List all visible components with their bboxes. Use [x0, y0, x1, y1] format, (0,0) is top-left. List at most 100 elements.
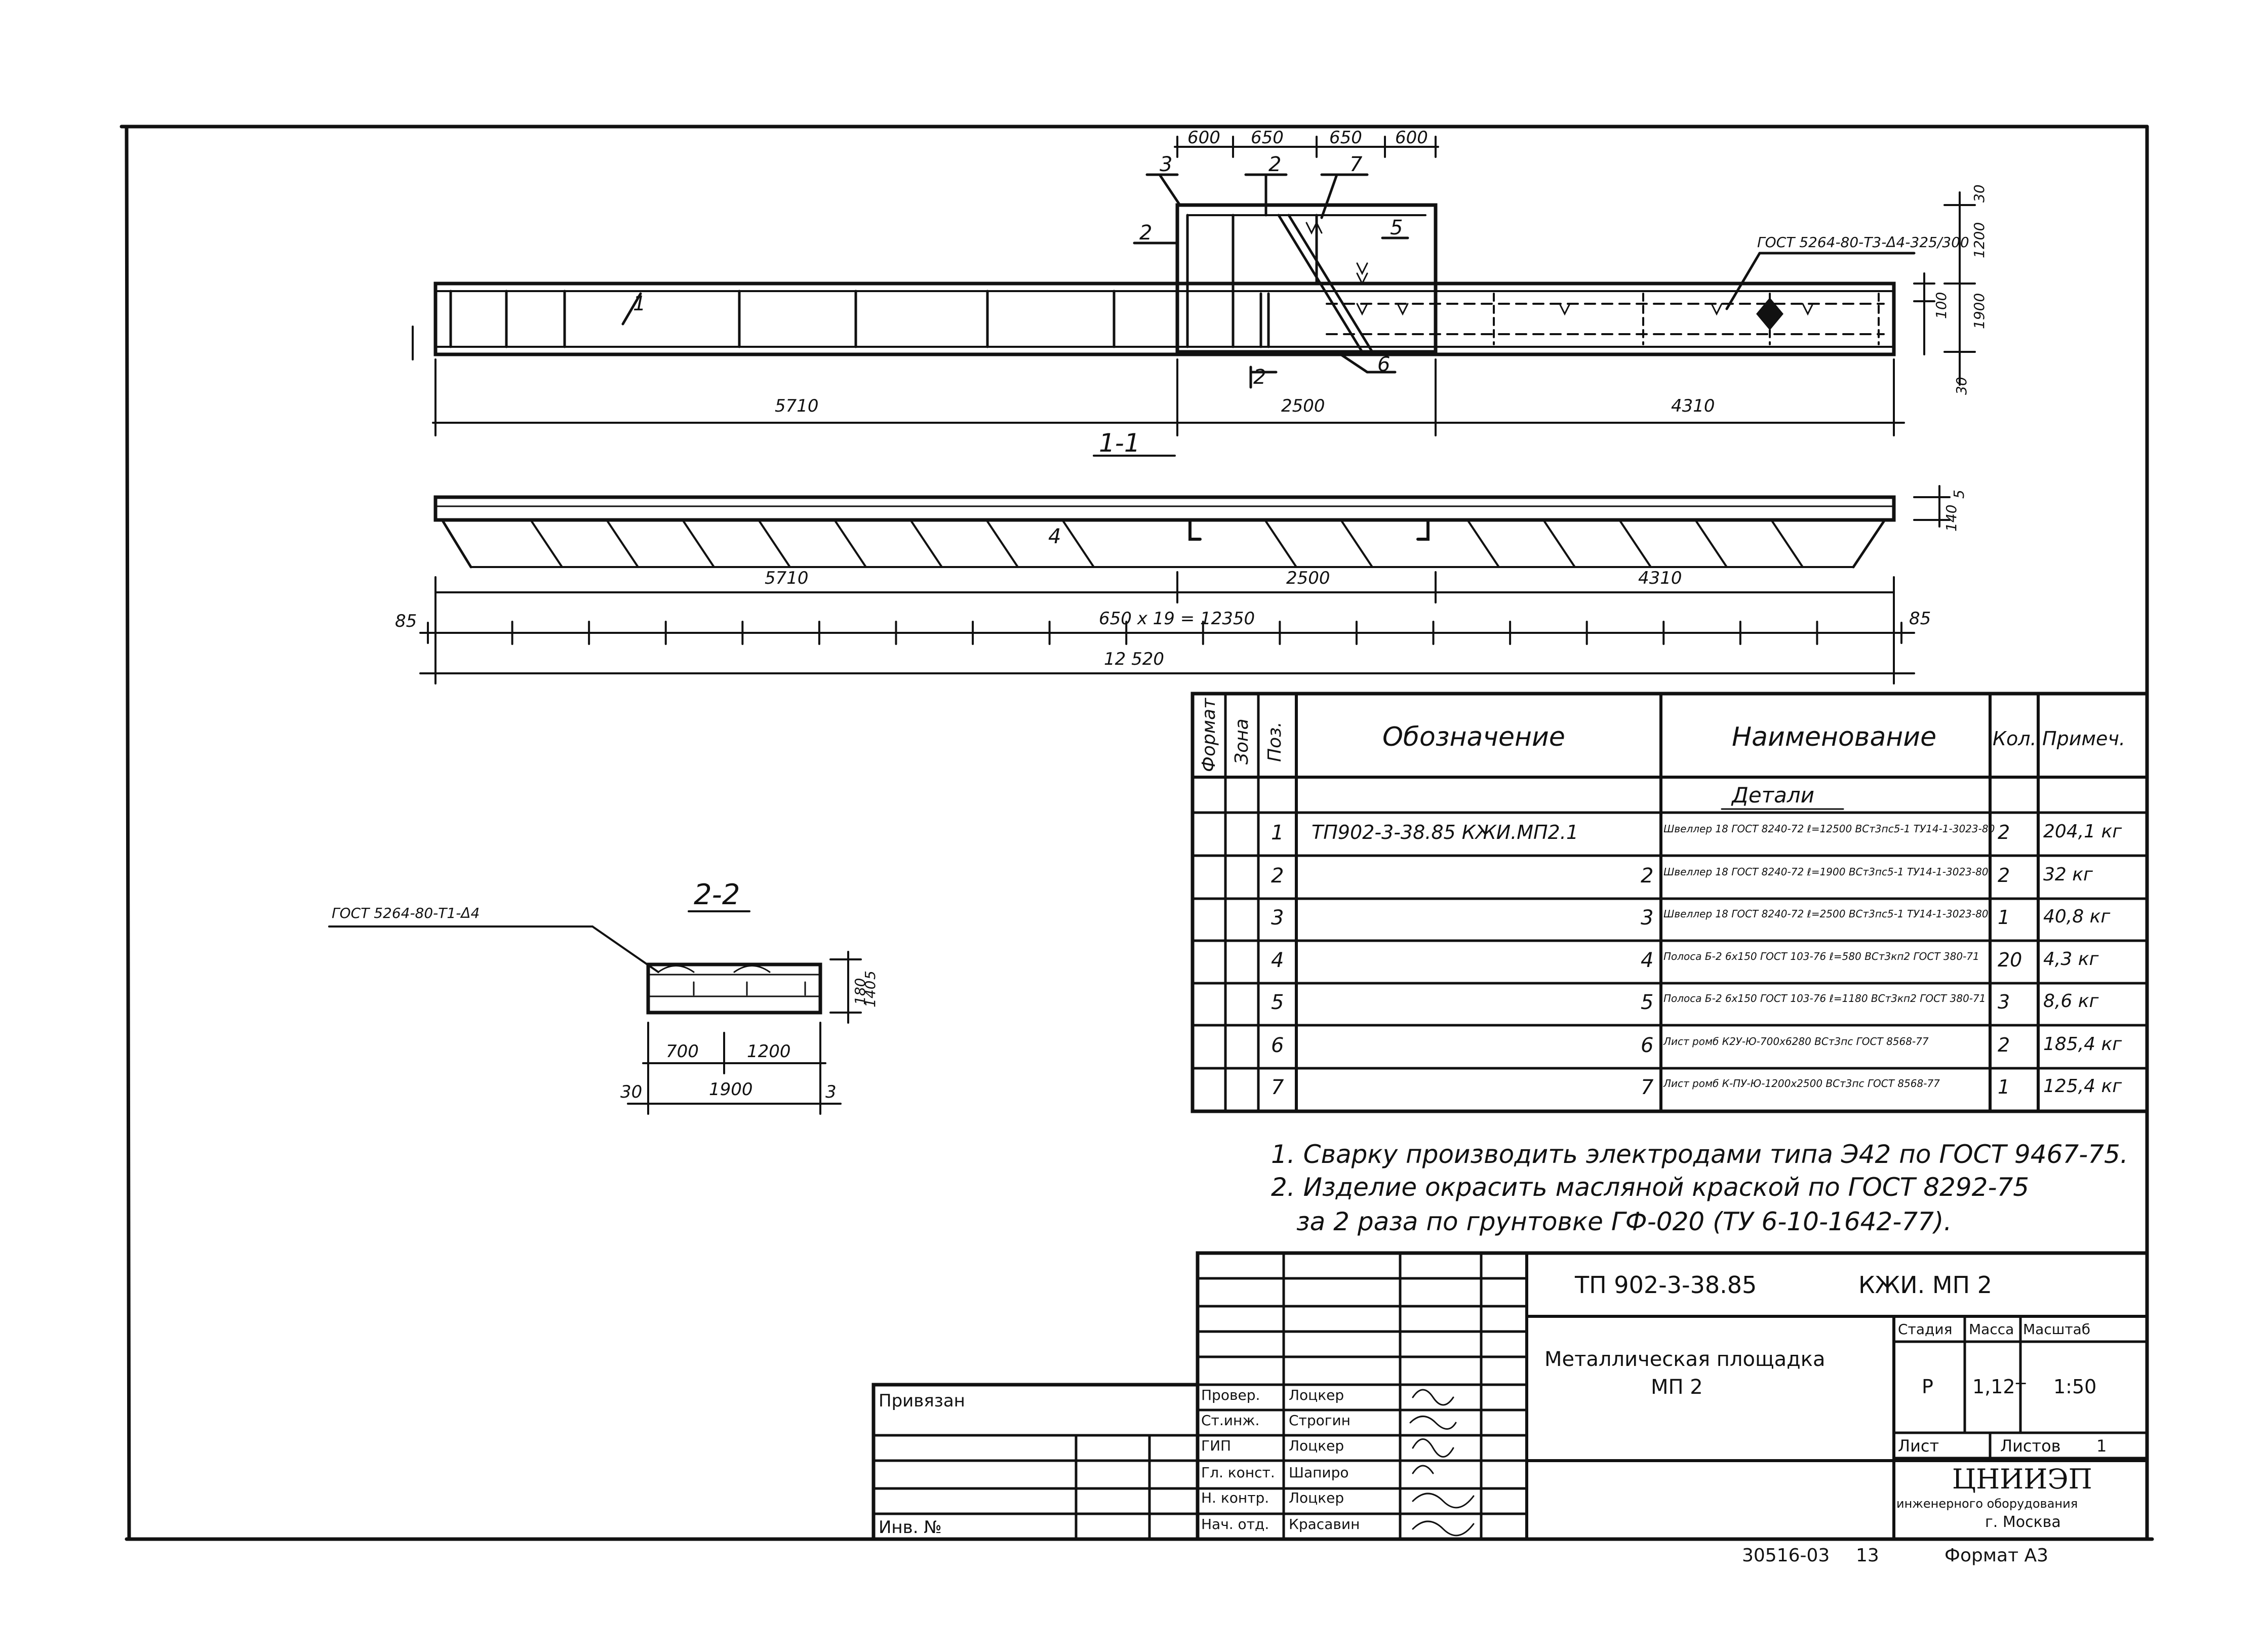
- section-2-2-view: [328, 910, 862, 1115]
- section-1-1-ticks: [434, 621, 1895, 645]
- row-pos: 2: [1271, 864, 1284, 888]
- signer-role: Нач. отд.: [1201, 1516, 1269, 1533]
- stage-value: Р: [1922, 1376, 1933, 1398]
- sheets-label: Листов: [2000, 1436, 2061, 1456]
- dim-2-2-2: 1200: [747, 1041, 791, 1062]
- privyazan-label: Привязан: [879, 1391, 965, 1411]
- doc-mark: КЖИ. МП 2: [1858, 1271, 1993, 1299]
- inv-label: Инв. №: [879, 1517, 942, 1538]
- section-details: Детали: [1732, 783, 1814, 808]
- org-sub: инженерного оборудования: [1896, 1497, 2078, 1511]
- row-pos: 1: [1271, 821, 1284, 844]
- pos-callout: 4: [1048, 525, 1061, 548]
- row-designation: 3: [1641, 906, 1654, 930]
- weld-note-2-2: ГОСТ 5264-80-Т1-Δ4: [332, 905, 480, 921]
- sheet-number: 13: [1856, 1545, 1879, 1566]
- dim-2-2-1: 700: [666, 1041, 699, 1062]
- signer-role: Н. контр.: [1201, 1489, 1269, 1506]
- header-qty: Кол.: [1993, 728, 2037, 750]
- pos-callout: 1: [633, 292, 646, 315]
- signer-role: ГИП: [1201, 1437, 1232, 1454]
- org-city: г. Москва: [1985, 1513, 2061, 1531]
- row-qty: 2: [1998, 864, 2010, 887]
- row-note: 4,3 кг: [2043, 949, 2099, 970]
- row-pos: 7: [1271, 1076, 1284, 1099]
- elevation-view: [412, 136, 1976, 436]
- row-pos: 4: [1271, 949, 1284, 972]
- dim-top-3: 650: [1329, 128, 1362, 148]
- dim-bottom-2: 2500: [1281, 396, 1325, 416]
- dim-top-2: 650: [1251, 128, 1284, 148]
- row-name: Полоса Б-2 6х150 ГОСТ 103-76 ℓ=1180 ВСт3…: [1663, 992, 1986, 1004]
- row-name: Швеллер 18 ГОСТ 8240-72 ℓ=2500 ВСт3пс5-1…: [1663, 908, 1989, 920]
- note-1: 1. Сварку производить электродами типа Э…: [1271, 1140, 2128, 1169]
- section-1-1-title: 1-1: [1099, 428, 1140, 458]
- note-3: за 2 раза по грунтовке ГФ-020 (ТУ 6-10-1…: [1296, 1207, 1952, 1236]
- header-format: Формат: [1199, 698, 1219, 772]
- scale-label: Масштаб: [2023, 1321, 2091, 1338]
- title-line-1: Металлическая площадка: [1544, 1348, 1826, 1371]
- row-designation: 4: [1641, 949, 1654, 972]
- signer-role: Гл. конст.: [1201, 1464, 1275, 1481]
- row-pos: 5: [1271, 991, 1284, 1014]
- header-name: Наименование: [1732, 722, 1937, 752]
- title-block-grid: [871, 1251, 2149, 1541]
- row-qty: 1: [1998, 1076, 2010, 1098]
- format-label: Формат А3: [1944, 1545, 2049, 1566]
- archive-number: 30516-03: [1742, 1545, 1830, 1566]
- pos-callout: 5: [1390, 216, 1403, 239]
- section-2-2-title: 2-2: [694, 878, 740, 911]
- signer-role: Ст.инж.: [1201, 1412, 1260, 1429]
- sheet-label: Лист: [1898, 1436, 1939, 1456]
- pos-callout: 6: [1377, 353, 1391, 376]
- spec-table-grid: [1190, 692, 2149, 1113]
- signer-name: Лоцкер: [1289, 1437, 1344, 1454]
- row-pos: 3: [1271, 906, 1284, 930]
- signer-name: Лоцкер: [1289, 1489, 1344, 1506]
- signer-name: Лоцкер: [1289, 1387, 1344, 1403]
- row-name: Швеллер 18 ГОСТ 8240-72 ℓ=12500 ВСт3пс5-…: [1663, 823, 1995, 835]
- dim-bottom-1: 5710: [775, 396, 819, 416]
- pos-callout: 2: [1253, 366, 1266, 389]
- mass-label: Масса: [1969, 1321, 2014, 1338]
- dim-right-3: 100: [1933, 292, 1950, 319]
- row-qty: 1: [1998, 906, 2010, 929]
- row-qty: 20: [1998, 949, 2022, 971]
- dim-pitch: 650 х 19 = 12350: [1099, 609, 1255, 629]
- dim-2-2-right: 3: [825, 1082, 837, 1102]
- row-note: 40,8 кг: [2043, 906, 2111, 927]
- title-line-2: МП 2: [1651, 1376, 1703, 1399]
- row-name: Полоса Б-2 6х150 ГОСТ 103-76 ℓ=580 ВСт3к…: [1663, 950, 1979, 962]
- dim-right-4: 1900: [1971, 293, 1988, 329]
- signer-name: Строгин: [1289, 1412, 1351, 1429]
- header-designation: Обозначение: [1382, 722, 1565, 752]
- pos-callout: 7: [1350, 153, 1363, 176]
- row-name: Лист ромб К2У-Ю-700х6280 ВСт3пс ГОСТ 856…: [1663, 1035, 1929, 1047]
- dim-1-1-3: 4310: [1638, 568, 1682, 588]
- dim-right-5: 30: [1953, 377, 1970, 395]
- signer-name: Шапиро: [1289, 1464, 1349, 1481]
- pos-callout: 2: [1268, 153, 1282, 176]
- dim-2-2-right-3: 140: [862, 980, 879, 1008]
- dim-bottom-3: 4310: [1671, 396, 1715, 416]
- dim-1-1-right-1: 5: [1951, 490, 1967, 499]
- header-pos: Поз.: [1264, 721, 1285, 762]
- row-name: Швеллер 18 ГОСТ 8240-72 ℓ=1900 ВСт3пс5-1…: [1663, 866, 1989, 878]
- dim-2-2-total: 1900: [709, 1079, 753, 1100]
- dim-top-1: 600: [1187, 128, 1220, 148]
- row-note: 204,1 кг: [2043, 821, 2122, 842]
- row-note: 185,4 кг: [2043, 1034, 2122, 1055]
- dim-1-1-2: 2500: [1286, 568, 1330, 588]
- dim-top-4: 600: [1395, 128, 1428, 148]
- weld-note-elevation: ГОСТ 5264-80-Т3-Δ4-325/300: [1757, 234, 1969, 251]
- mass-value: 1,12т: [1972, 1376, 2027, 1398]
- org-name: ЦНИИЭП: [1952, 1463, 2092, 1495]
- scale-value: 1:50: [2053, 1376, 2097, 1398]
- row-designation: ТП902-3-38.85 КЖИ.МП2.1: [1312, 821, 1578, 843]
- row-qty: 2: [1998, 1034, 2010, 1056]
- pos-callout: 3: [1160, 153, 1173, 176]
- signer-name: Красавин: [1289, 1516, 1360, 1533]
- note-2: 2. Изделие окрасить масляной краской по …: [1271, 1173, 2030, 1202]
- row-note: 125,4 кг: [2043, 1076, 2122, 1097]
